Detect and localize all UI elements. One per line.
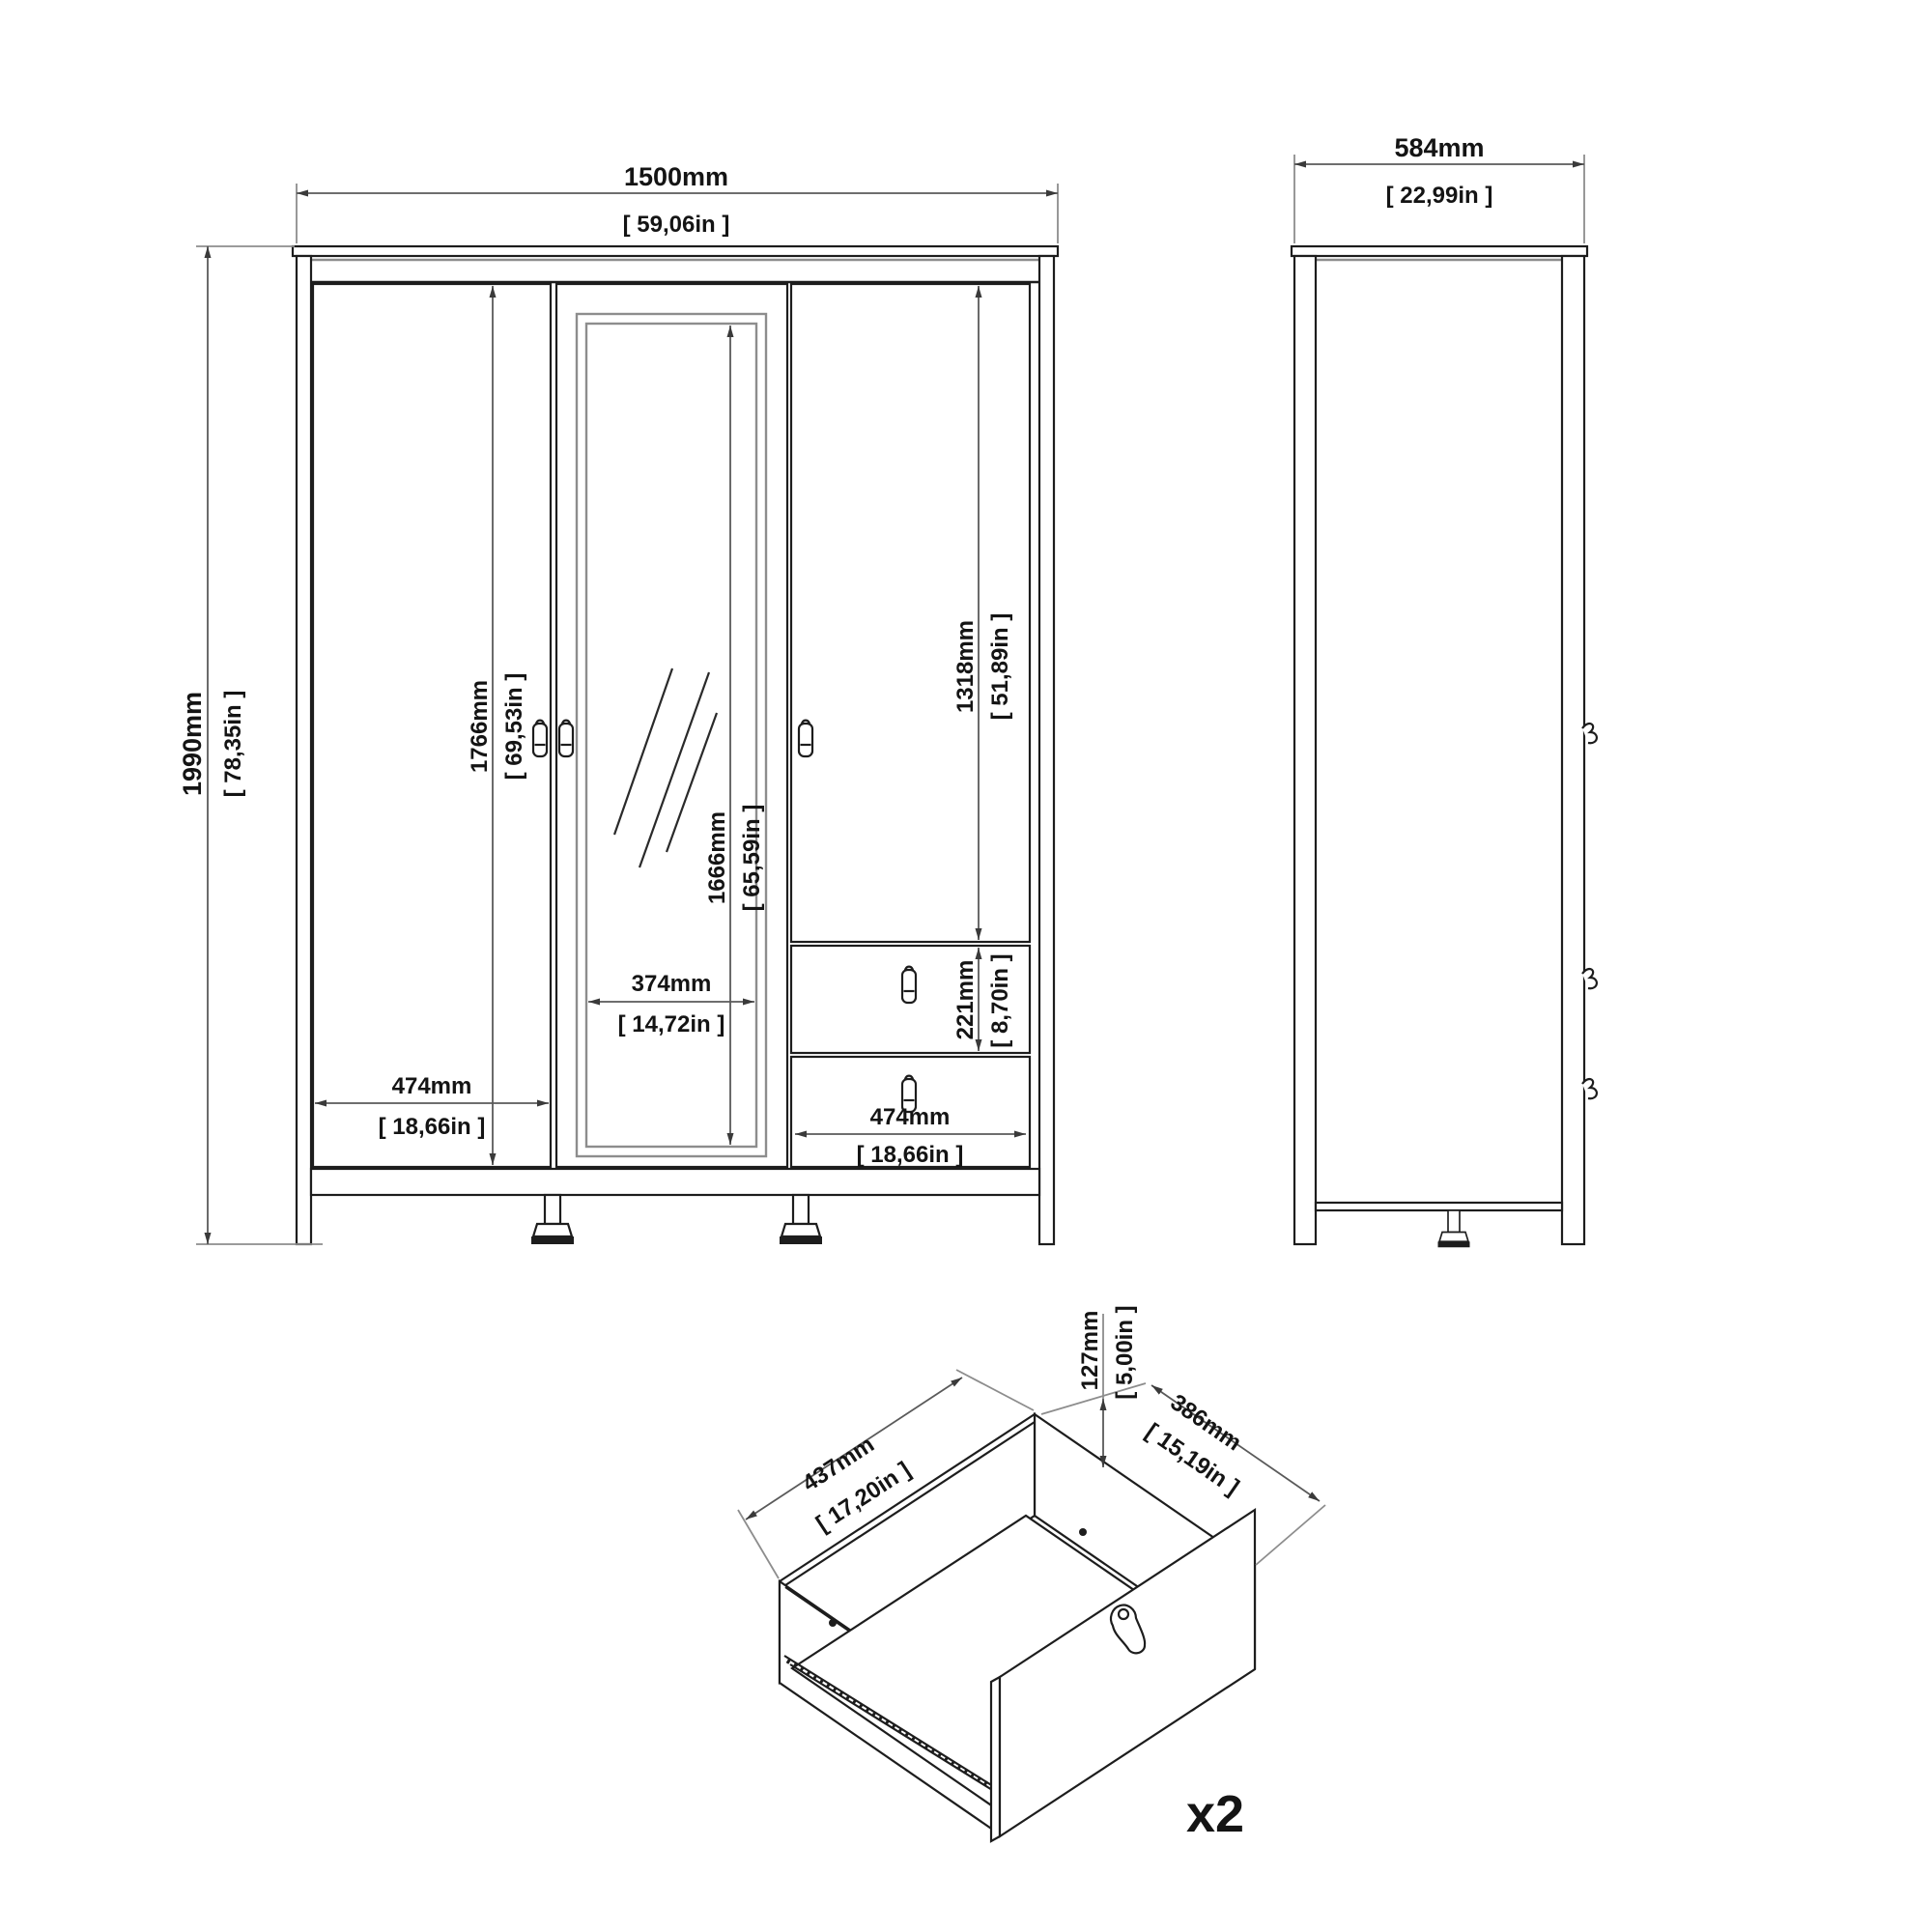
dim-left-door-width: 474mm [ 18,66in ] — [315, 1073, 549, 1140]
door-height-in-label: [ 69,53in ] — [501, 673, 527, 781]
front-height-mm-label: 1990mm — [178, 692, 207, 796]
right-door — [789, 282, 1032, 944]
mirror-height-mm-label: 1666mm — [704, 811, 730, 904]
side-back-panel — [1293, 254, 1318, 1246]
right-door-height-mm-label: 1318mm — [952, 620, 979, 713]
drawer-front-height-in-label: [ 8,70in ] — [987, 953, 1013, 1047]
dim-mirror-width: 374mm [ 14,72in ] — [588, 971, 754, 1037]
drawer-front-panel — [998, 1507, 1257, 1839]
dim-right-door-height: 1318mm [ 51,89in ] — [952, 286, 1013, 940]
dim-front-height: 1990mm [ 78,35in ] — [178, 245, 323, 1245]
drawer-front-height-mm-label: 221mm — [952, 960, 979, 1040]
dim-drawer-front-height-iso: 127mm [ 5,00in ] — [1077, 1305, 1138, 1467]
mirror-height-in-label: [ 65,59in ] — [739, 805, 765, 912]
drawer-front-height-iso-in-label: [ 5,00in ] — [1112, 1305, 1138, 1399]
front-top-panel — [291, 244, 1060, 258]
mirror-glass — [584, 322, 758, 1149]
side-bottom-shelf — [1314, 1201, 1564, 1212]
mirror-width-mm-label: 374mm — [632, 971, 712, 997]
screw-dot-icon — [1079, 1528, 1087, 1536]
mirror-shine-icon — [612, 668, 719, 868]
front-plinth — [309, 1167, 1041, 1197]
front-view: 1500mm [ 59,06in ] 1990mm [ 78,35in ] 17… — [178, 162, 1060, 1246]
drawer-pull-icon — [1109, 1604, 1147, 1655]
front-right-panel — [1037, 254, 1056, 1246]
mirror-door — [554, 282, 789, 1169]
mirror-frame — [575, 312, 768, 1158]
left-door-width-mm-label: 474mm — [392, 1073, 472, 1099]
dim-side-depth: 584mm [ 22,99in ] — [1293, 133, 1585, 243]
side-front-panel — [1560, 254, 1586, 1246]
left-door-width-in-label: [ 18,66in ] — [379, 1114, 486, 1140]
drawer-front-height-iso-mm-label: 127mm — [1077, 1311, 1103, 1391]
dim-door-height: 1766mm [ 69,53in ] — [467, 286, 527, 1165]
drawer-width-mm-label: 474mm — [870, 1104, 951, 1130]
front-height-in-label: [ 78,35in ] — [220, 691, 246, 798]
door-height-mm-label: 1766mm — [467, 680, 493, 773]
right-door-height-in-label: [ 51,89in ] — [987, 613, 1013, 721]
drawer-quantity-label: x2 — [1186, 1785, 1244, 1843]
side-top-panel — [1290, 244, 1589, 258]
dim-mirror-height: 1666mm [ 65,59in ] — [704, 326, 765, 1145]
screw-dot-icon — [829, 1619, 837, 1627]
front-left-panel — [295, 254, 313, 1246]
front-width-in-label: [ 59,06in ] — [623, 212, 730, 238]
dim-drawer-front-height: 221mm [ 8,70in ] — [952, 948, 1013, 1051]
mirror-width-in-label: [ 14,72in ] — [618, 1011, 725, 1037]
side-depth-in-label: [ 22,99in ] — [1386, 183, 1493, 209]
left-door — [311, 282, 553, 1169]
dim-drawer-width: 474mm [ 18,66in ] — [795, 1104, 1026, 1168]
side-view: 584mm [ 22,99in ] — [1290, 133, 1599, 1249]
side-depth-mm-label: 584mm — [1394, 133, 1484, 162]
front-width-mm-label: 1500mm — [624, 162, 728, 191]
dim-front-width: 1500mm [ 59,06in ] — [296, 162, 1059, 243]
drawer-width-in-label: [ 18,66in ] — [857, 1142, 964, 1168]
drawer-detail: 437mm [ 17,20in ] 386mm [ 15,19in ] 127m… — [737, 1305, 1326, 1843]
